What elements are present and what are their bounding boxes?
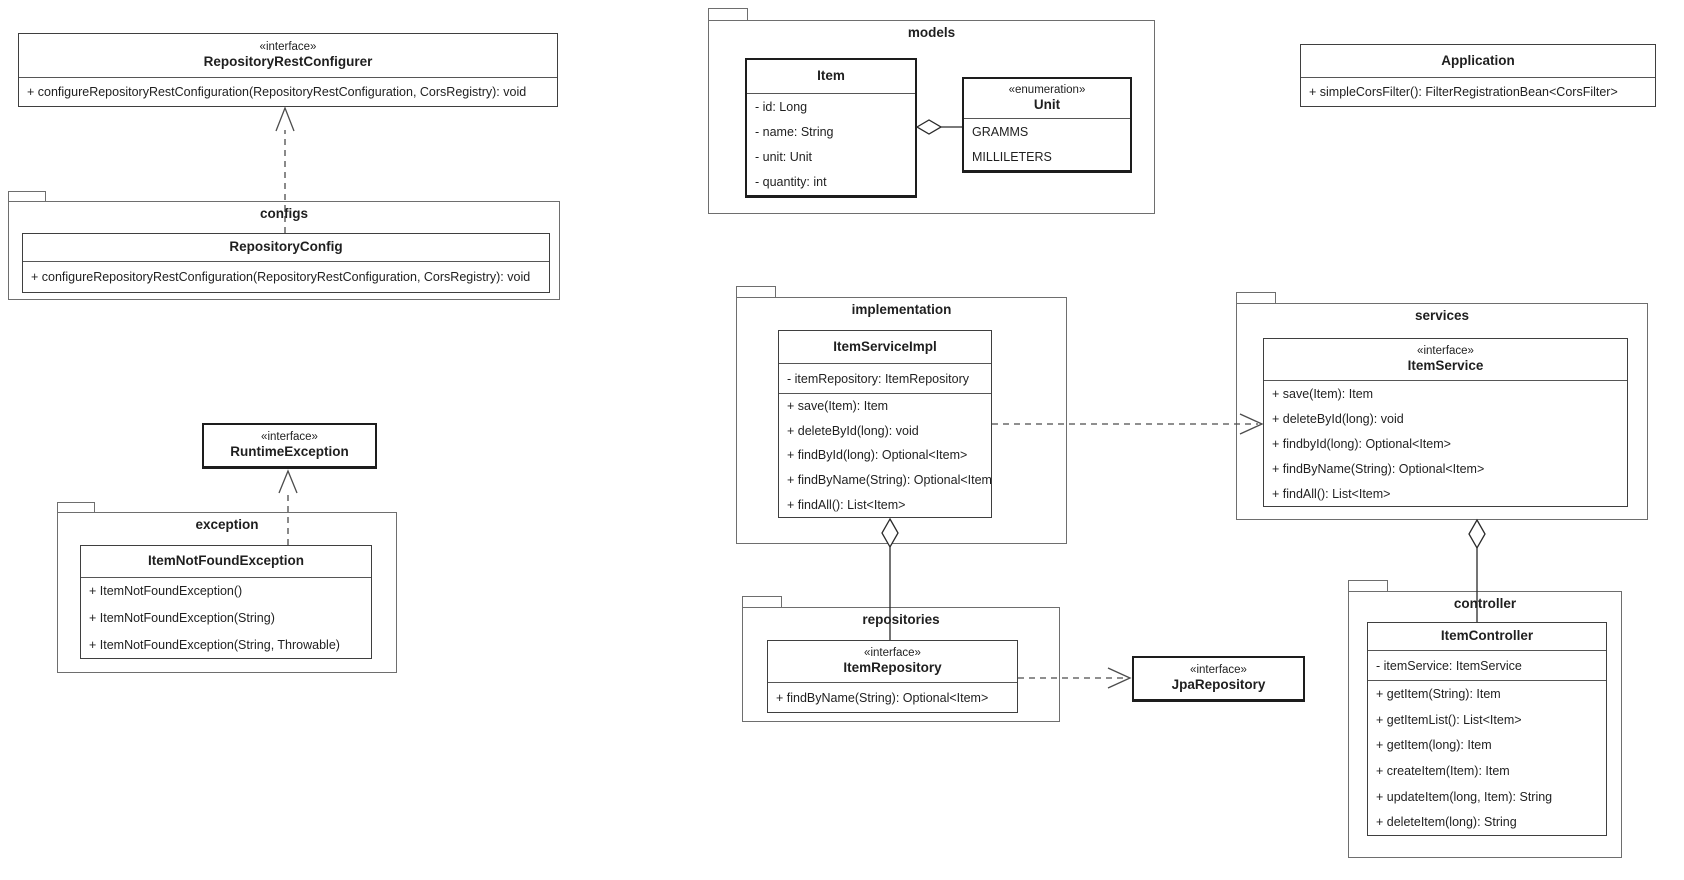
method: + deleteById(long): void <box>1272 411 1404 426</box>
enum-literal: GRAMMS <box>972 124 1029 139</box>
interface-jpa-repository[interactable]: «interface» JpaRepository <box>1132 656 1305 702</box>
class-item-not-found-exception[interactable]: ItemNotFoundException + ItemNotFoundExce… <box>80 545 372 659</box>
method: + findByName(String): Optional<Item> <box>776 690 989 705</box>
method: + deleteItem(long): String <box>1376 815 1517 830</box>
attribute: - itemService: ItemService <box>1368 651 1606 681</box>
method: + findAll(): List<Item> <box>1272 486 1391 501</box>
stereotype-label: «enumeration» <box>1008 84 1086 97</box>
class-item[interactable]: Item - id: Long - name: String - unit: U… <box>745 58 917 198</box>
method: + getItemList(): List<Item> <box>1376 712 1522 727</box>
class-header: RepositoryConfig <box>23 234 549 262</box>
package-controller[interactable]: controller <box>1348 591 1622 858</box>
attribute: - name: String <box>755 124 834 139</box>
class-name: ItemService <box>1407 358 1484 374</box>
interface-item-service[interactable]: «interface» ItemService + save(Item): It… <box>1263 338 1628 507</box>
class-name: Unit <box>1033 97 1061 113</box>
method: + findAll(): List<Item> <box>787 497 906 512</box>
stereotype-label: «interface» <box>1417 345 1474 358</box>
method: + ItemNotFoundException() <box>89 584 243 599</box>
package-name: configs <box>259 206 308 221</box>
class-header: «enumeration» Unit <box>964 79 1130 119</box>
package-services[interactable]: services <box>1236 303 1648 520</box>
class-header: «interface» ItemService <box>1264 339 1627 381</box>
class-name: ItemNotFoundException <box>148 553 304 569</box>
class-name: JpaRepository <box>1171 677 1266 693</box>
enumeration-unit[interactable]: «enumeration» Unit GRAMMS MILLILETERS <box>962 77 1132 173</box>
class-header: ItemNotFoundException <box>81 546 371 578</box>
class-runtime-exception[interactable]: «interface» RuntimeException <box>202 423 377 469</box>
attribute: - quantity: int <box>755 175 827 190</box>
class-name: ItemController <box>1440 628 1534 644</box>
class-header: «interface» ItemRepository <box>768 641 1017 683</box>
method: + ItemNotFoundException(String, Throwabl… <box>89 637 340 652</box>
package-configs[interactable]: configs <box>8 201 560 300</box>
interface-item-repository[interactable]: «interface» ItemRepository + findByName(… <box>767 640 1018 713</box>
class-header: «interface» JpaRepository <box>1134 658 1303 699</box>
class-header: Item <box>747 60 915 94</box>
method: + deleteById(long): void <box>787 423 919 438</box>
class-header: ItemServiceImpl <box>779 331 991 364</box>
package-name: repositories <box>862 612 940 627</box>
class-item-controller[interactable]: ItemController - itemService: ItemServic… <box>1367 622 1607 836</box>
package-name: models <box>907 25 956 40</box>
class-application[interactable]: Application + simpleCorsFilter(): Filter… <box>1300 44 1656 107</box>
package-name: exception <box>195 517 259 532</box>
class-name: ItemRepository <box>843 660 942 676</box>
package-name: controller <box>1453 596 1517 611</box>
enum-literal: MILLILETERS <box>972 150 1052 165</box>
class-name: RepositoryRestConfigurer <box>203 54 373 70</box>
class-header: «interface» RuntimeException <box>204 425 375 466</box>
package-implementation[interactable]: implementation <box>736 297 1067 544</box>
package-name: services <box>1414 308 1470 323</box>
class-header: «interface» RepositoryRestConfigurer <box>19 34 557 78</box>
method: + save(Item): Item <box>787 399 889 414</box>
class-repository-config[interactable]: RepositoryConfig + configureRepositoryRe… <box>22 233 550 293</box>
method: + save(Item): Item <box>1272 386 1374 401</box>
method: + updateItem(long, Item): String <box>1376 789 1553 804</box>
method: + findByName(String): Optional<Item> <box>787 473 991 488</box>
attribute: - unit: Unit <box>755 150 812 165</box>
attribute: - itemRepository: ItemRepository <box>779 364 991 394</box>
stereotype-label: «interface» <box>261 431 318 444</box>
package-exception[interactable]: exception <box>57 512 397 673</box>
stereotype-label: «interface» <box>1190 664 1247 677</box>
method: + findById(long): Optional<Item> <box>787 448 968 463</box>
method: + createItem(Item): Item <box>1376 763 1510 778</box>
method: + getItem(String): Item <box>1376 686 1501 701</box>
class-name: Item <box>817 68 845 84</box>
class-name: ItemServiceImpl <box>833 338 937 354</box>
method: + findbyId(long): Optional<Item> <box>1272 436 1451 451</box>
method: + configureRepositoryRestConfiguration(R… <box>31 270 531 284</box>
class-name: Application <box>1441 52 1515 68</box>
class-repository-rest-configurer[interactable]: «interface» RepositoryRestConfigurer + c… <box>18 33 558 107</box>
method: + getItem(long): Item <box>1376 738 1492 753</box>
method: + simpleCorsFilter(): FilterRegistration… <box>1309 85 1618 99</box>
attribute: - id: Long <box>755 99 808 114</box>
method: + configureRepositoryRestConfiguration(R… <box>27 85 527 99</box>
class-name: RuntimeException <box>230 444 349 460</box>
method: + findByName(String): Optional<Item> <box>1272 461 1485 476</box>
stereotype-label: «interface» <box>864 647 921 660</box>
package-repositories[interactable]: repositories <box>742 607 1060 722</box>
stereotype-label: «interface» <box>259 41 317 54</box>
class-header: Application <box>1301 45 1655 78</box>
package-models[interactable]: models <box>708 20 1155 214</box>
method: + ItemNotFoundException(String) <box>89 611 275 625</box>
package-name: implementation <box>851 302 952 317</box>
class-header: ItemController <box>1368 623 1606 651</box>
class-item-service-impl[interactable]: ItemServiceImpl - itemRepository: ItemRe… <box>778 330 992 518</box>
class-name: RepositoryConfig <box>229 239 343 255</box>
